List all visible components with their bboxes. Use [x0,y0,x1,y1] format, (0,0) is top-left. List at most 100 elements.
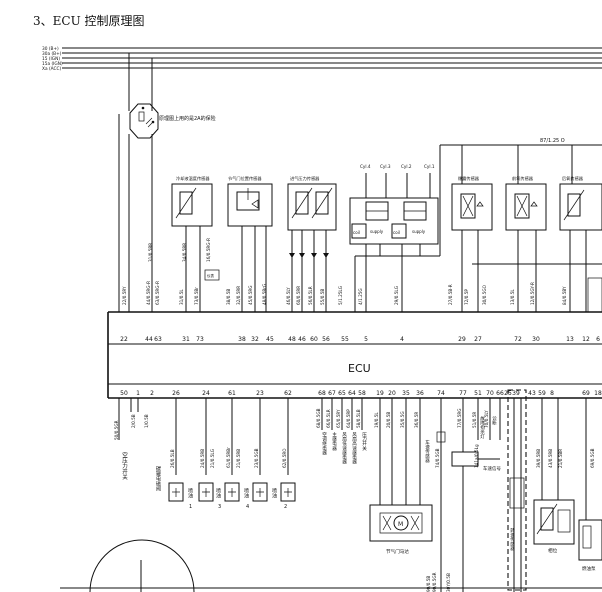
svg-text:coil: coil [393,230,400,235]
svg-text:Cyl.1: Cyl.1 [424,164,435,169]
bottom-wire-label: 20/0.5B [386,412,391,428]
svg-text:Cyl.2: Cyl.2 [401,164,412,169]
svg-text:Cyl.4: Cyl.4 [360,164,371,169]
diagnostic-lines: 故障指示灯 诊断 [477,398,501,440]
top-pin-label: 32 [251,336,259,343]
bottom-pin-label: 61 [228,390,236,397]
supply-bus: 30 (B+) 30a (B+) 15 (IGN) 15a (IGN) Xa (… [42,46,602,72]
bottom-pin-label: 77 [459,390,467,397]
svg-text:喷油: 喷油 [187,487,193,499]
top-wire-label: 48/0.5BrG [262,284,267,305]
top-pin-label: 22 [120,336,128,343]
bottom-wire-label: 141a/0.5Lg [474,444,479,468]
top-wire-label: 38/0.5B [226,289,231,305]
ignition-coils: Cyl.4 Cyl.3 Cyl.2 Cyl.1 coil supply coil… [349,145,441,312]
bus-label-30a: 30a (B+) [42,51,62,57]
top-wire-label: 34/0.5RR [182,243,187,262]
bottom-pin-label: 23 [256,390,264,397]
top-wire-label: 32/0.5RR [236,286,241,305]
bottom-wire-label: 43/0.5RB [548,449,553,468]
bottom-pin-label: 68 [318,390,326,397]
svg-text:主继电器: 主继电器 [332,431,337,452]
svg-text:车速信号: 车速信号 [483,465,501,472]
svg-text:喷油: 喷油 [271,487,277,499]
crank-sensor: 转速传感器 [507,389,527,592]
bottom-pin-label: 36 [416,390,424,397]
throttle-motor: M 节气门马达 [369,398,433,555]
bottom-pin-label: 24 [202,390,210,397]
bottom-wire-label: 2/0.5B [131,414,136,428]
top-wire-label: 55/0.5B [320,289,325,305]
top-wire-label: 45/0.5RG [248,285,253,305]
top-wire-label: 5/1.25LG [338,286,343,305]
bottom-wire-label: 1/0.5B [144,414,149,428]
bottom-wire-label: 21/0.5BR [558,449,563,468]
top-wire-label: 84/0.5BY [562,286,567,305]
bottom-wire-label: 70/0.5LY [484,410,489,428]
svg-text:87/1.25 O: 87/1.25 O [540,138,565,144]
bottom-wire-label: 21/0.5LG [210,449,215,468]
injectors: 喷油 喷油 喷油 喷油 1 3 4 2 [187,398,296,510]
top-wire-label: 73/0.5Br [194,287,199,305]
bottom-wire-label: 64/0.5RP [346,409,351,428]
bottom-pin-label: 64 [348,390,356,397]
top-pin-label: 72 [514,336,522,343]
svg-text:燃油泵: 燃油泵 [582,565,596,572]
throttle-position-sensor: 节气门位置传感器 [227,175,273,312]
top-pin-label: 63 [154,336,162,343]
bottom-pin-label: 39 [512,390,520,397]
bus-label-acc: Xa (ACC) [42,66,61,72]
bottom-pin-label: 66 [496,390,504,397]
bottom-wire-label: 68/0.5GB [316,408,321,428]
bottom-wire-label: 26/0.5LB [170,449,175,468]
bottom-wire-label: 66/0.5LR [326,409,331,428]
top-wire-label: 63/0.5RG-R [155,281,160,305]
top-pin-label: 44 [145,336,153,343]
bottom-wire-label: 65/0.5RY [336,409,341,428]
coolant-temp-sensor: 冷却液温度传感器 仪表 [171,175,220,312]
top-pin-label: 45 [266,336,274,343]
bottom-wire-label: 36/0.5R [414,412,419,428]
top-wire-label: 4/1.25G [358,288,363,305]
top-pin-label: 31 [182,336,190,343]
top-wire-label: 72/0.5P [464,289,469,305]
svg-text:空压力开关: 空压力开关 [121,451,128,481]
top-wire-label: 30/0.5GO [482,284,487,305]
bottom-wire-label: 51/0.5R [472,412,477,428]
bottom-pin-label: 74 [437,390,445,397]
bottom-pin-label: 69 [582,390,590,397]
bottom-wire-label: 90/0.5B [426,576,431,592]
svg-text:仪表: 仪表 [207,273,214,278]
relay-drivers: 空调继电器 主继电器 风扇低速继电器 风扇高速继电器 压力开关 [321,398,367,466]
svg-text:喷油: 喷油 [215,487,221,499]
top-pin-label: 73 [196,336,204,343]
svg-text:2: 2 [284,504,287,510]
front-oxygen-sensor: 前氧传感器 [505,175,547,312]
top-pin-label: 30 [532,336,540,343]
ecu-label: ECU [348,362,371,375]
bottom-pin-label: 43 [528,390,536,397]
bottom-wire-label: 19/0.5L [374,412,379,428]
bottom-pin-label: 20 [388,390,396,397]
top-pin-label: 48 [288,336,296,343]
svg-text:Cyl.3: Cyl.3 [380,164,391,169]
bottom-wire-label: 50/0.5GR [114,420,119,440]
bottom-wire-label: 69/0.5GB [590,448,595,468]
top-wire-label: 12/0.5GY-R [530,282,535,305]
svg-text:相位: 相位 [548,547,558,554]
bottom-pin-label: 50 [120,390,128,397]
bottom-pin-label: 59 [538,390,546,397]
bus-label-15a: 15a (IGN) [42,61,63,67]
svg-text:4: 4 [246,504,249,510]
svg-text:转速传感器: 转速传感器 [510,527,515,552]
svg-text:节气门位置传感器: 节气门位置传感器 [228,175,262,182]
top-wire-label: 29/0.5LG [394,286,399,305]
power-rail: 87/1.25 O [440,138,602,265]
relay-note: 原理图上用的是2A的保险 [159,115,216,122]
svg-text:supply: supply [370,229,384,234]
top-pin-label: 5 [364,336,368,343]
